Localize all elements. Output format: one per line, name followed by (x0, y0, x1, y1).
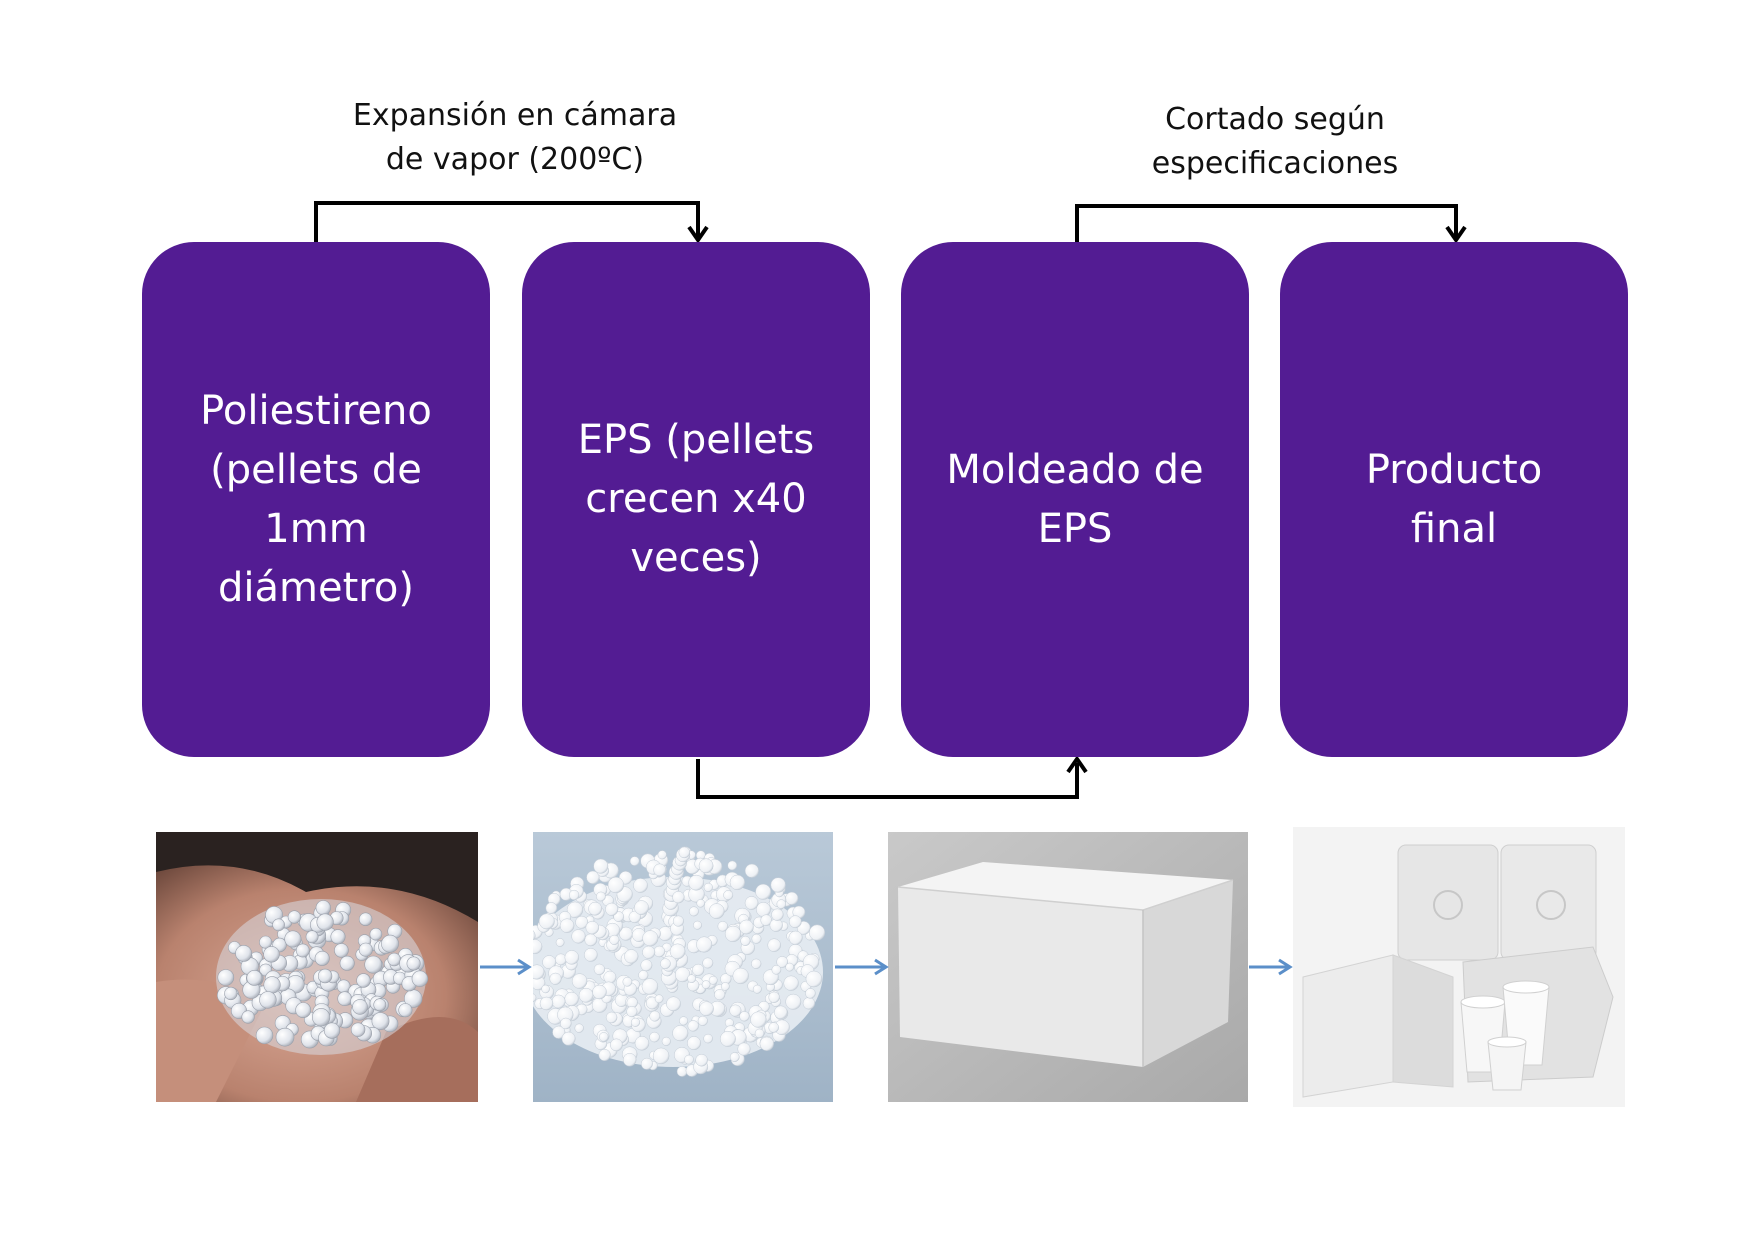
photo-eps-final-products (1293, 827, 1625, 1107)
transition-label-expansion: Expansión en cámara de vapor (200ºC) (318, 94, 712, 182)
transition-label-cutting: Cortado según especificaciones (1110, 98, 1440, 186)
transition-label-line: Cortado según (1110, 98, 1440, 142)
photo-polystyrene-pellets-in-hand (156, 832, 478, 1102)
connector-step1-to-step2 (316, 203, 698, 242)
photo-eps-molded-block (888, 832, 1248, 1102)
connector-step2-to-step3 (698, 759, 1077, 797)
pellets-in-hand-image (156, 832, 478, 1102)
step-label: Poliestireno (pellets de 1mm diámetro) (164, 382, 468, 618)
step-label: EPS (pellets crecen x40 veces) (544, 411, 848, 588)
eps-beads-image (533, 832, 833, 1102)
step-box-eps-molding: Moldeado de EPS (901, 242, 1249, 757)
step-label: Producto final (1340, 441, 1568, 559)
transition-label-line: Expansión en cámara (318, 94, 712, 138)
step-box-eps: EPS (pellets crecen x40 veces) (522, 242, 870, 757)
connector-step3-to-step4 (1077, 206, 1456, 242)
photo-expanded-eps-beads (533, 832, 833, 1102)
step-box-polystyrene: Poliestireno (pellets de 1mm diámetro) (142, 242, 490, 757)
transition-label-line: especificaciones (1110, 142, 1440, 186)
transition-label-line: de vapor (200ºC) (318, 138, 712, 182)
eps-block-image (888, 832, 1248, 1102)
eps-products-image (1293, 827, 1625, 1107)
step-label: Moldeado de EPS (931, 441, 1219, 559)
step-box-final-product: Producto final (1280, 242, 1628, 757)
